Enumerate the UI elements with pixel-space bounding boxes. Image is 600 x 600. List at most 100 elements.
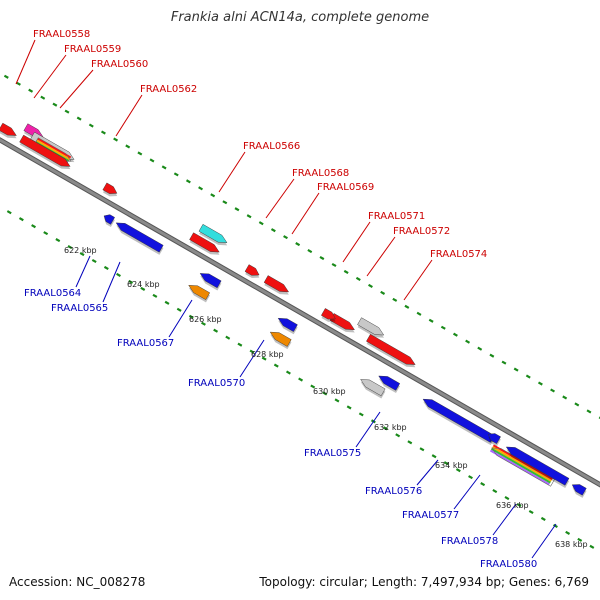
gene-label-fraal0578: FRAAL0578: [441, 536, 498, 547]
gene-label-fraal0567: FRAAL0567: [117, 338, 174, 349]
gene-fraal0569-body: [263, 275, 290, 293]
forward-tick-line-tick: [586, 409, 592, 414]
gene-fragment-body: [277, 317, 298, 332]
reverse-tick-line-tick: [188, 314, 194, 319]
forward-tick-line-tick: [440, 325, 446, 330]
gene-fragment: [0, 122, 17, 139]
leader-line: [59, 69, 94, 109]
forward-tick-line-tick: [343, 269, 349, 275]
gene-fragment-body: [378, 375, 401, 391]
reverse-tick-line-tick: [480, 482, 486, 487]
kbp-tick-label: 628 kbp: [251, 350, 284, 359]
leader-line: [75, 255, 91, 288]
reverse-tick-line-tick: [540, 516, 546, 522]
forward-tick-line-tick: [125, 144, 131, 149]
reverse-tick-line-tick: [201, 321, 206, 326]
gene-fragment-body: [321, 308, 336, 320]
reverse-tick-line-tick: [285, 370, 291, 375]
gene-fraal0566-body: [198, 224, 228, 243]
leader-line: [102, 261, 121, 303]
forward-tick-line-tick: [501, 360, 507, 365]
forward-tick-line-tick: [319, 255, 325, 261]
reverse-tick-line-tick: [140, 286, 146, 291]
forward-tick-line-tick: [295, 242, 301, 247]
reverse-tick-line-tick: [55, 238, 61, 243]
gene-fraal0570: [269, 331, 292, 350]
reverse-tick-line-tick: [298, 377, 304, 382]
reverse-tick-line-tick: [431, 454, 437, 459]
reverse-tick-line-tick: [334, 398, 340, 403]
forward-tick-line-tick: [28, 88, 34, 93]
reverse-tick-line-tick: [213, 328, 219, 333]
reverse-tick-line-tick: [310, 384, 316, 389]
leader-line: [492, 503, 517, 536]
leader-line: [218, 151, 246, 193]
gene-fragment: [277, 317, 298, 335]
kbp-tick-label: 626 kbp: [189, 315, 222, 324]
leader-line: [453, 474, 481, 510]
gene-fraal0577-stripe: [490, 447, 551, 484]
kbp-tick-label: 630 kbp: [313, 387, 346, 396]
reverse-tick-line-tick: [346, 405, 352, 410]
reverse-tick-line-tick: [225, 335, 231, 340]
forward-tick-line-tick: [574, 402, 580, 407]
forward-tick-line-tick: [307, 249, 313, 254]
gene-label-fraal0569: FRAAL0569: [317, 182, 374, 193]
gene-label-fraal0558: FRAAL0558: [33, 29, 90, 40]
gene-label-fraal0577: FRAAL0577: [402, 510, 459, 521]
gene-fraal0560-stripe: [36, 139, 71, 161]
reverse-tick-line-tick: [91, 258, 97, 264]
kbp-tick-label: 622 kbp: [64, 246, 97, 255]
gene-fraal0580-body: [571, 484, 587, 496]
gene-label-fraal0565: FRAAL0565: [51, 303, 108, 314]
reverse-tick-line-tick: [419, 447, 425, 452]
gene-label-fraal0568: FRAAL0568: [292, 168, 349, 179]
leader-line: [342, 221, 371, 263]
forward-tick-line-tick: [100, 130, 106, 135]
reverse-tick-line-tick: [79, 251, 85, 257]
forward-tick-line-tick: [368, 283, 373, 288]
reverse-tick-line-tick: [176, 307, 182, 312]
gene-fraal0564: [103, 214, 115, 227]
gene-label-fraal0572: FRAAL0572: [393, 226, 450, 237]
gene-fraal0566: [198, 224, 228, 246]
kbp-tick-label: 636 kbp: [496, 501, 529, 510]
gene-fraal0575: [360, 379, 386, 399]
forward-tick-line-tick: [64, 109, 70, 114]
gene-fraal0577-stripe: [492, 444, 553, 481]
forward-tick-line-tick: [234, 207, 240, 212]
forward-tick-line-tick: [392, 297, 398, 302]
forward-tick-line-tick: [331, 262, 337, 268]
forward-tick-line-tick: [40, 95, 46, 100]
forward-tick-line-tick: [355, 276, 361, 282]
gene-label-fraal0560: FRAAL0560: [91, 59, 148, 70]
forward-tick-line-tick: [76, 116, 82, 121]
reverse-tick-line-tick: [589, 544, 595, 549]
genome-summary-text: Topology: circular; Length: 7,497,934 bp…: [259, 575, 589, 589]
leader-line: [265, 178, 295, 219]
gene-fraal0577: [489, 444, 556, 487]
gene-fraal0568: [189, 232, 220, 255]
forward-tick-line-tick: [16, 81, 21, 86]
accession-text: Accession: NC_008278: [9, 575, 146, 589]
gene-label-fraal0566: FRAAL0566: [243, 141, 300, 152]
gene-fragment: [244, 264, 260, 278]
forward-tick-line-tick: [283, 235, 288, 240]
reverse-tick-line-tick: [577, 537, 583, 542]
leader-line: [355, 411, 381, 448]
gene-label-fraal0576: FRAAL0576: [365, 486, 422, 497]
gene-fraal0574: [366, 334, 416, 368]
forward-tick-line-tick: [270, 228, 276, 233]
gene-fragment-body: [199, 273, 222, 289]
reverse-tick-line-tick: [6, 210, 12, 215]
gene-fraal0569: [263, 275, 290, 295]
leader-line: [239, 339, 265, 378]
gene-label-fraal0562: FRAAL0562: [140, 84, 197, 95]
gene-fraal0577-stripe: [491, 446, 552, 482]
forward-tick-line-tick: [477, 346, 483, 351]
forward-tick-line-tick: [537, 381, 543, 386]
gene-fragment-body: [0, 122, 17, 136]
gene-fragment: [487, 433, 501, 447]
reverse-tick-line-tick: [468, 475, 473, 480]
